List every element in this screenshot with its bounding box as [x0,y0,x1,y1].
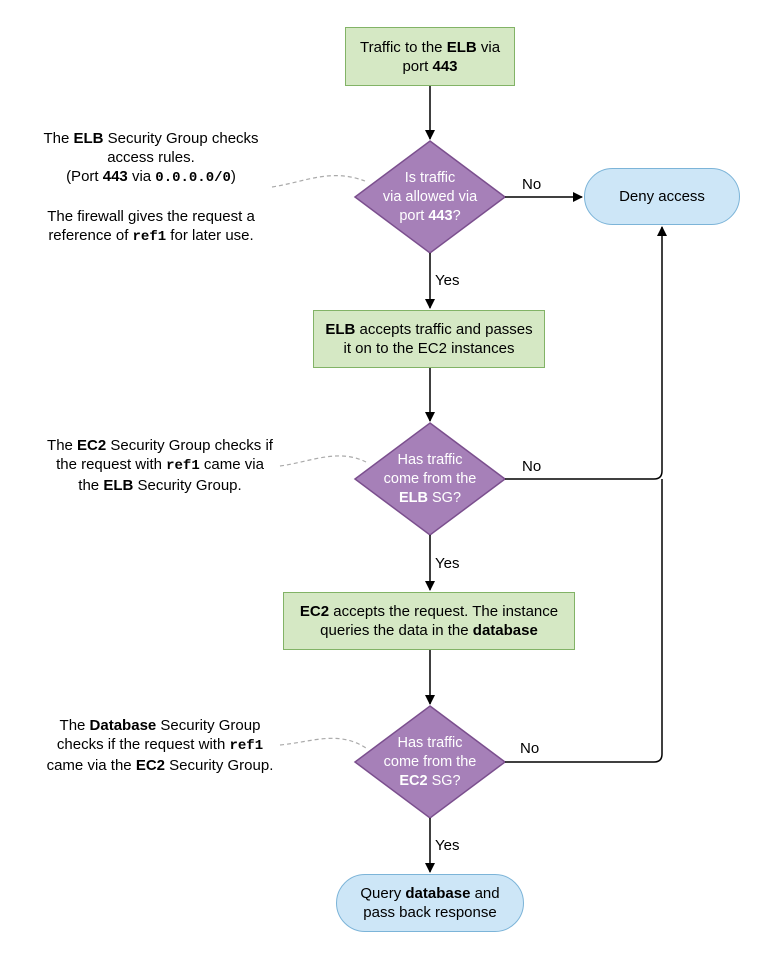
d3-line-1: Has traffic [397,734,463,751]
d3-line-2: come from the [383,753,477,770]
note-connector-3 [279,737,367,749]
d1-line-3a: port [399,207,429,224]
n3-ref: ref1 [229,738,264,754]
deny-access-node: Deny access [584,168,740,225]
p1-text-elb: ELB [325,321,356,338]
n1-l3e: ) [230,168,236,185]
n2-ec2: EC2 [77,437,107,454]
d2-line-2: come from the [383,470,477,487]
no-label-2: No [522,458,542,475]
n2-ref: ref1 [166,458,200,474]
n1-l4: The firewall gives the request a [47,208,255,225]
n3-l1c: Security Group [156,717,261,734]
n3-database: Database [89,717,157,734]
n1-l3a: (Port [66,168,103,185]
note-database-security-group: The Database Security Group checks if th… [20,716,300,775]
p1-text-1: accepts traffic and passes [355,321,533,338]
ec2-accepts-node: EC2 accepts the request. The instance qu… [283,592,575,650]
n1-l5c: for later use. [166,227,254,244]
d3-line-3b: SG? [427,772,461,789]
d2-line-3b: SG? [427,489,462,506]
n3-ec2: EC2 [135,757,165,774]
n2-l1c: Security Group checks if [106,437,273,454]
yes-label-2: Yes [435,555,460,572]
d3-ec2: EC2 [399,772,428,789]
note-connector-1 [271,175,366,188]
note-elb-security-group: The ELB Security Group checks access rul… [20,129,282,247]
n1-l1a: The [43,130,74,147]
p2-text-2: queries the data in the [320,622,473,639]
n3-l3c: Security Group. [165,757,274,774]
n1-port: 443 [102,168,128,185]
n2-l3c: Security Group. [133,477,242,494]
n1-cidr: 0.0.0.0/0 [155,170,231,186]
n2-elb: ELB [103,477,134,494]
p2-text-database: database [472,622,538,639]
n1-elb: ELB [73,130,104,147]
d2-line-1: Has traffic [397,451,463,468]
n1-l2: access rules. [107,149,195,166]
start-text-1: Traffic to the [359,38,447,56]
n3-l1a: The [59,717,90,734]
p2-text-ec2: EC2 [299,603,330,620]
d2-elb: ELB [398,489,428,506]
n2-l2c: came via [199,456,264,473]
n2-l1a: The [47,437,78,454]
end-text-3: pass back response [363,904,497,921]
connector-d3-no [505,479,663,763]
arrow-d2-no-to-deny [505,226,667,480]
no-label-3: No [520,740,540,757]
n3-l3a: came via the [46,757,136,774]
decision-3-text: Has traffic come from the EC2 SG? [365,727,495,797]
start-text-elb: ELB [446,38,477,56]
d1-port: 443 [428,207,453,224]
elb-accepts-node: ELB accepts traffic and passes it on to … [313,310,545,368]
start-text-2: via [476,38,501,56]
yes-label-1: Yes [435,272,460,289]
end-text-database: database [405,885,471,902]
d1-line-3c: ? [452,207,461,224]
decision-1-text: Is traffic via allowed via port 443? [365,162,495,232]
p2-text-1: accepts the request. The instance [329,603,559,620]
n3-l2a: checks if the request with [56,736,230,753]
start-node: Traffic to the ELB via port 443 [345,27,515,86]
yes-label-3: Yes [435,837,460,854]
start-text-3: port [402,57,433,75]
n1-ref: ref1 [132,229,167,245]
d1-line-1: Is traffic [404,169,456,186]
end-text-2: and [470,885,500,902]
n2-l3a: the [78,477,104,494]
end-text-1: Query [360,885,406,902]
n2-l2a: the request with [56,456,167,473]
deny-access-text: Deny access [619,188,705,205]
d1-line-2: via allowed via [382,188,478,205]
query-database-node: Query database and pass back response [336,874,524,932]
n1-l5a: reference of [48,227,133,244]
note-connector-2 [279,455,367,467]
n1-l3c: via [127,168,156,185]
start-text-port: 443 [432,57,458,75]
note-ec2-security-group: The EC2 Security Group checks if the req… [20,436,300,495]
decision-2-text: Has traffic come from the ELB SG? [365,444,495,514]
no-label-1: No [522,176,542,193]
p1-text-2: it on to the EC2 instances [343,340,515,357]
n1-l1c: Security Group checks [103,130,259,147]
